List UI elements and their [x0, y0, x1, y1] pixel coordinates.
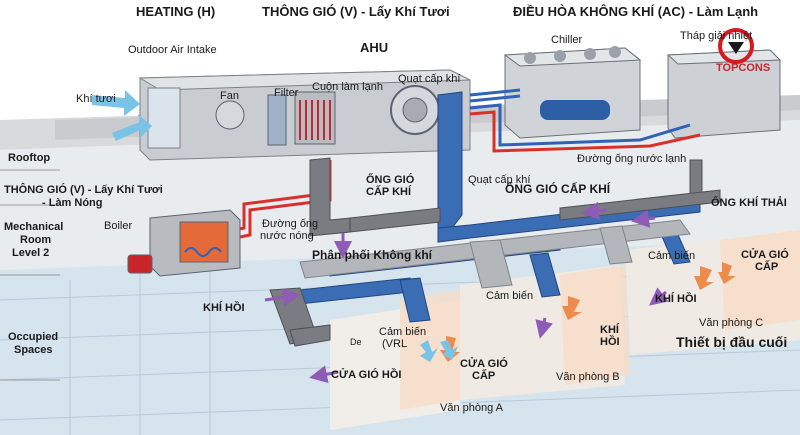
label-air-distribution: Phân phối Không khí [312, 248, 432, 262]
chiller-unit [503, 46, 642, 139]
side-mechanical-1: Mechanical [4, 221, 64, 233]
header-heating: HEATING (H) [136, 4, 216, 19]
label-office-a: Văn phòng A [440, 402, 504, 414]
label-return-air-b-2: HỒI [600, 336, 620, 348]
label-chiller: Chiller [551, 34, 583, 46]
fresh-air-arrows [92, 90, 152, 141]
label-supply-duct-1: ỐNG GIÓ [366, 174, 415, 186]
label-terminal-devices: Thiết bị đầu cuối [676, 334, 788, 350]
label-filter: Filter [274, 87, 299, 99]
label-supply-fan: Quạt cấp khí [398, 73, 461, 85]
label-sensor-b: Cảm biến [486, 290, 534, 302]
header-ac: ĐIỀU HÒA KHÔNG KHÍ (AC) - Làm Lạnh [513, 4, 759, 19]
label-sensor-vrl-2: (VRL [382, 338, 408, 350]
logo-text: TOPCONS [716, 62, 771, 74]
side-mechanical-3: Level 2 [12, 247, 50, 259]
side-occupied-1: Occupied [8, 331, 59, 343]
label-ahu: AHU [360, 40, 389, 55]
side-ventilation-heat-2: - Làm Nóng [42, 197, 103, 209]
label-supply-duct-2: CẤP KHÍ [366, 186, 412, 198]
label-exhaust-duct: ỐNG KHÍ THẢI [711, 197, 787, 209]
side-rooftop: Rooftop [8, 152, 51, 164]
outlet-arrows [420, 340, 458, 362]
header-ventilation: THÔNG GIÓ (V) - Lấy Khí Tươi [262, 4, 450, 19]
office-c [625, 230, 800, 355]
label-hot-water-pipe-2: nước nóng [260, 230, 314, 242]
side-mechanical-2: Room [20, 234, 52, 246]
label-sensor-vrl-1: Cảm biến [379, 326, 427, 338]
boiler [127, 209, 241, 277]
label-boiler: Boiler [104, 220, 133, 232]
label-fresh-air: Khí tươi [76, 93, 116, 105]
ahu-unit [138, 69, 471, 161]
topcons-logo [718, 28, 754, 64]
label-return-grille: CỬA GIÓ HỒI [331, 369, 402, 381]
side-occupied-2: Spaces [14, 344, 53, 356]
label-de: De [350, 337, 362, 347]
label-supply-grille-a-2: CẤP [472, 370, 496, 382]
label-office-b: Văn phòng B [556, 371, 620, 383]
label-sensor-a: Cảm biến [648, 250, 696, 262]
label-fan: Fan [220, 90, 239, 102]
label-return-air-c: KHÍ HỒI [655, 293, 697, 305]
return-arrows [264, 202, 669, 384]
label-outdoor-air-intake: Outdoor Air Intake [128, 44, 217, 56]
label-supply-grille-a-1: CỬA GIÓ [460, 358, 508, 370]
label-cooling-tower: Tháp giải nhiệt [680, 30, 753, 42]
label-office-c: Văn phòng C [699, 317, 764, 329]
label-supply-grille-c-1: CỬA GIÓ [741, 249, 789, 261]
label-cooling-coil: Cuộn làm lạnh [312, 81, 383, 93]
side-ventilation-heat-1: THÔNG GIÓ (V) - Lấy Khí Tươi [4, 184, 163, 196]
label-supply-fan-2: Quạt cấp khí [468, 174, 531, 186]
label-supply-duct-main: ỐNG GIÓ CẤP KHÍ [505, 182, 611, 196]
label-hot-water-pipe-1: Đường ống [262, 218, 319, 230]
label-return-air-left: KHÍ HỒI [203, 302, 245, 314]
label-return-air-b-1: KHÍ [600, 324, 619, 336]
label-chilled-water-pipe: Đường ống nước lạnh [577, 153, 687, 165]
return-ducts [269, 157, 721, 347]
label-supply-grille-c-2: CẤP [755, 261, 779, 273]
distribution-duct [299, 219, 691, 289]
